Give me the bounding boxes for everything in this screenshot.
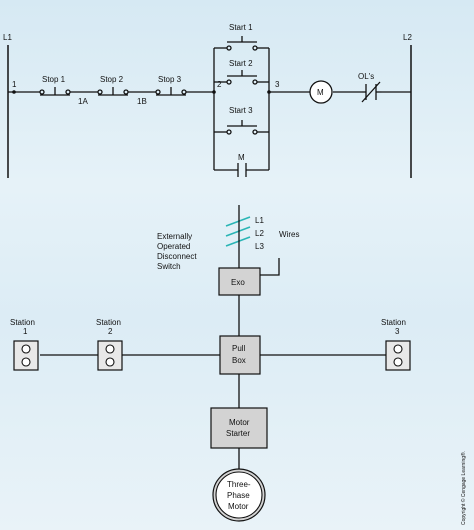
pull-box: [219, 335, 261, 375]
node-1b-label: 1B: [137, 97, 147, 106]
overload-contact: [361, 81, 382, 103]
pull-box-label-2: Box: [232, 356, 246, 365]
exo-label: Exo: [231, 278, 245, 287]
node-dot: [12, 90, 16, 94]
stop-2-label: Stop 2: [100, 75, 124, 84]
stop-3-pushbutton: [155, 87, 187, 96]
motor-coil-label: M: [317, 88, 324, 97]
copyright-text: Copyright © Cengage Learning®.: [460, 451, 467, 525]
node-2-label: 2: [217, 80, 222, 89]
motor-coil: [309, 80, 333, 104]
holding-contact: [214, 163, 269, 177]
node-1a-label: 1A: [78, 97, 88, 106]
line-1-label: L1: [255, 216, 264, 225]
station-2-label: Station: [96, 318, 121, 327]
station-2-number: 2: [108, 327, 113, 336]
station-3-number: 3: [395, 327, 400, 336]
stop-2-pushbutton: [97, 87, 129, 96]
holding-contact-label: M: [238, 153, 245, 162]
disconnect-label-1: Externally: [157, 232, 192, 241]
rail-right-label: L2: [403, 33, 412, 42]
disconnect-label-3: Disconnect: [157, 252, 197, 261]
station-1-label: Station: [10, 318, 35, 327]
node-1-label: 1: [12, 80, 17, 89]
start-1-pushbutton: [214, 36, 269, 51]
start-2-label: Start 2: [229, 59, 253, 68]
motor-label-1: Three-: [227, 480, 251, 489]
line-2-label: L2: [255, 229, 264, 238]
disconnect-handle: [260, 258, 280, 276]
station-3-label: Station: [381, 318, 406, 327]
overloads-label: OL's: [358, 72, 374, 81]
wires-label: Wires: [279, 230, 299, 239]
three-line-hatch: [225, 216, 251, 247]
motor-inner-ring: [215, 471, 263, 519]
station-2: [97, 340, 123, 371]
motor-starter: [210, 407, 268, 449]
start-2-pushbutton: [214, 70, 269, 85]
motor-label-3: Motor: [228, 502, 249, 511]
station-1: [13, 340, 39, 371]
exo-box: [218, 267, 261, 296]
disconnect-label-2: Operated: [157, 242, 190, 251]
rail-left-label: L1: [3, 33, 12, 42]
stop-3-label: Stop 3: [158, 75, 182, 84]
stop-1-pushbutton: [39, 87, 71, 96]
start-3-label: Start 3: [229, 106, 253, 115]
disconnect-label-4: Switch: [157, 262, 181, 271]
line-3-label: L3: [255, 242, 264, 251]
motor-starter-label-2: Starter: [226, 429, 250, 438]
motor-starter-label-1: Motor: [229, 418, 250, 427]
motor-label-2: Phase: [227, 491, 250, 500]
pull-box-label-1: Pull: [232, 344, 246, 353]
start-1-label: Start 1: [229, 23, 253, 32]
start-3-pushbutton: [214, 120, 269, 135]
station-1-number: 1: [23, 327, 28, 336]
node-3-label: 3: [275, 80, 280, 89]
stop-1-label: Stop 1: [42, 75, 66, 84]
station-3: [385, 340, 411, 371]
